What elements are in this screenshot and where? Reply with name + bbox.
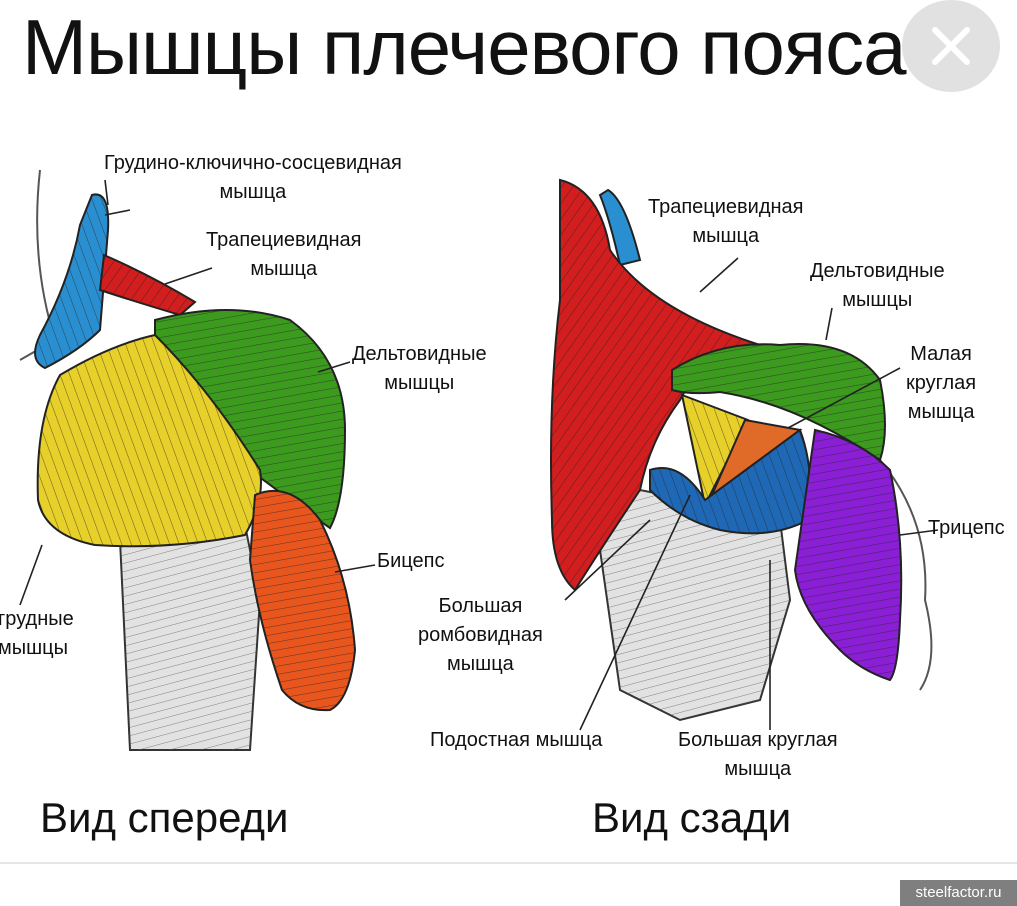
back-label-teres-minor: Малая круглая мышца — [906, 343, 977, 423]
back-label-trapezius: Трапециевидная мышца — [648, 196, 804, 247]
back-view-illustration — [550, 178, 939, 731]
back-label-teres-major: Большая круглая мышца — [678, 729, 838, 780]
close-button[interactable] — [902, 0, 1000, 92]
back-label-deltoid: Дельтовидные мышцы — [810, 260, 945, 311]
close-icon — [932, 27, 970, 65]
back-label-triceps: Трицепс — [928, 517, 1005, 539]
front-label-trapezius: Трапециевидная мышца — [206, 229, 362, 280]
front-view-label: Вид спереди — [40, 794, 289, 841]
front-label-pectoral: грудные мышцы — [0, 608, 74, 659]
bottom-divider — [0, 862, 1017, 864]
front-label-deltoid: Дельтовидные мышцы — [352, 343, 487, 394]
watermark: steelfactor.ru — [900, 880, 1017, 906]
page-title: Мышцы плечевого пояса — [22, 3, 907, 91]
back-label-rhomboid: Большая ромбовидная мышца — [418, 595, 543, 675]
front-label-biceps: Бицепс — [377, 550, 445, 572]
front-label-sternocleidomastoid: Грудино-ключично-сосцевидная мышца — [104, 152, 402, 203]
back-view-label: Вид сзади — [592, 794, 792, 841]
front-view-illustration — [19, 169, 376, 751]
back-label-infraspinatus: Подостная мышца — [430, 729, 603, 751]
